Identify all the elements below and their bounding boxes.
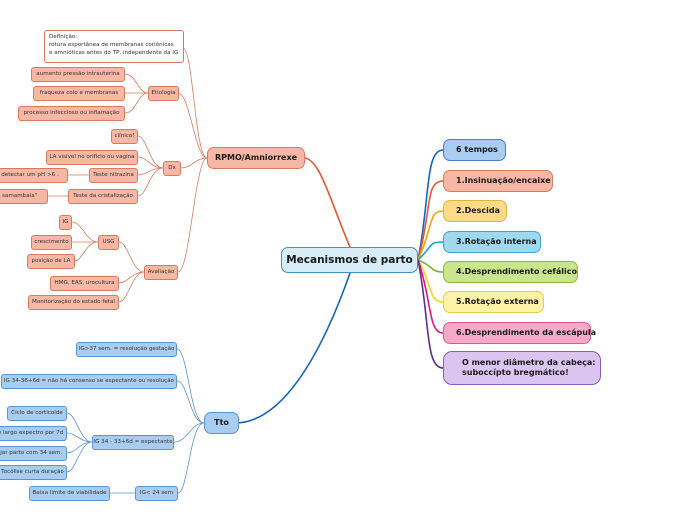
nitrazina-leaf[interactable]: detectar um pH >6 . [0, 168, 68, 183]
dx-item-clinico[interactable]: clínico! [111, 129, 138, 144]
usg-item-ig[interactable]: IG [59, 215, 72, 230]
teste-nitrazina-node[interactable]: Teste nitrazina [89, 168, 138, 183]
tto-item-ig34-36[interactable]: IG 34-36+6d = não há consenso se expecta… [1, 374, 177, 389]
expectante-item-parto-34[interactable]: ejar parto com 34 sem. [0, 446, 67, 461]
rpmo-topic[interactable]: RPMO/Amniorrexe [207, 147, 305, 169]
etiologia-item-2[interactable]: fraqueza colo e membranas [33, 86, 125, 101]
topic-desprendimento-escapula[interactable]: 6.Desprendimento da escápula [443, 322, 597, 344]
definicao-node[interactable]: Definição: rotura esportânea de membrana… [44, 30, 184, 63]
usg-item-crescimento[interactable]: crescimento [31, 235, 72, 250]
avaliacao-node[interactable]: Avaliação [144, 265, 178, 280]
expectante-node[interactable]: IG 34 - 33+6d = expectante [92, 435, 174, 450]
etiologia-node[interactable]: Etiologia [148, 86, 179, 101]
expectante-item-corticoide[interactable]: Ciclo de corticoide [7, 406, 67, 421]
teste-cristalizacao-node[interactable]: Teste da cristalização [68, 189, 138, 204]
definicao-title: Definição: [49, 34, 78, 40]
dx-node[interactable]: Dx [163, 161, 181, 176]
topic-label: 3.Rotação interna [456, 237, 537, 246]
usg-node[interactable]: USG [98, 235, 119, 250]
dx-item-la-visivel[interactable]: LA visível no orifício ou vagina [46, 150, 138, 165]
avaliacao-item-hmg[interactable]: HMG, EAS, urocultura [50, 276, 119, 291]
topic-rotacao-interna[interactable]: 3.Rotação interna [443, 231, 541, 253]
ig24-node[interactable]: IG< 24 sem [135, 486, 178, 501]
expectante-item-largo-expectro[interactable]: e largo expectro por 7d [0, 426, 67, 441]
etiologia-item-1[interactable]: aumento pressão intrauterina [31, 67, 125, 82]
topic-descida[interactable]: 2.Descida [443, 200, 507, 222]
topic-label: 5.Rotação externa [456, 297, 539, 306]
topic-label: 1.Insinuação/encaixe [456, 176, 551, 185]
topic-label: O menor diâmetro da cabeça: [462, 358, 596, 367]
cristalizacao-leaf[interactable]: e samambaia" [0, 189, 48, 204]
avaliacao-item-monitorizacao[interactable]: Monitorização do estado fetal [28, 295, 119, 310]
etiologia-item-3[interactable]: processo infeccioso ou inflamação [18, 106, 125, 121]
topic-label: 6 tempos [456, 145, 498, 154]
expectante-item-tocolise[interactable]: Tocólise curta duração [0, 465, 67, 480]
definicao-line-2: e amnióticas antes do TP, independente d… [49, 50, 179, 56]
central-topic[interactable]: Mecanismos de parto [281, 247, 418, 273]
usg-item-posicao-la[interactable]: posição de LA [27, 254, 75, 269]
topic-desprendimento-cefalico[interactable]: 4.Desprendimento cefálico [443, 261, 578, 283]
definicao-line-1: rotura esportânea de membranas coriônica… [49, 42, 174, 48]
topic-label: 2.Descida [456, 206, 501, 215]
topic-rotacao-externa[interactable]: 5.Rotação externa [443, 291, 544, 313]
ig24-leaf[interactable]: Baixa limite de viabilidade [29, 486, 110, 501]
topic-label: 4.Desprendimento cefálico [456, 267, 578, 276]
tto-topic[interactable]: Tto [204, 412, 239, 434]
topic-menor-diametro[interactable]: O menor diâmetro da cabeça:suboccípto br… [443, 351, 601, 385]
topic-label-line-2: suboccípto bregmático! [462, 368, 569, 377]
tto-item-ig37[interactable]: IG>37 sem. = resolução gestação [76, 342, 177, 357]
topic-label: 6.Desprendimento da escápula [456, 328, 597, 337]
topic-insinuacao[interactable]: 1.Insinuação/encaixe [443, 170, 553, 192]
topic-tempos[interactable]: 6 tempos [443, 139, 506, 161]
